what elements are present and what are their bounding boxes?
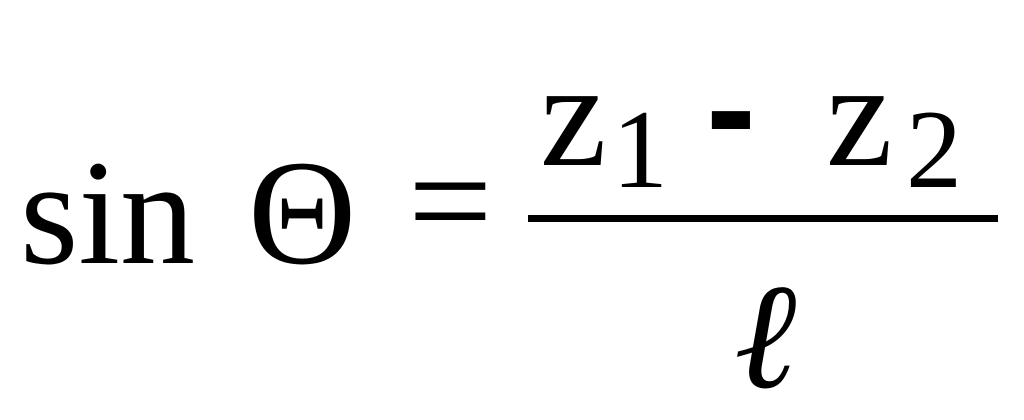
z-variable: z bbox=[826, 32, 893, 198]
z-variable: z bbox=[540, 32, 607, 198]
theta-symbol: Θ bbox=[248, 130, 357, 296]
minus-sign: - bbox=[706, 23, 756, 191]
sine-function-label: sin bbox=[20, 130, 196, 296]
denominator-ell: ℓ bbox=[734, 254, 797, 420]
fraction-bar bbox=[528, 215, 998, 222]
subscript-one: 1 bbox=[612, 88, 668, 212]
equals-sign: = bbox=[408, 118, 493, 284]
subscript-two: 2 bbox=[906, 88, 962, 212]
